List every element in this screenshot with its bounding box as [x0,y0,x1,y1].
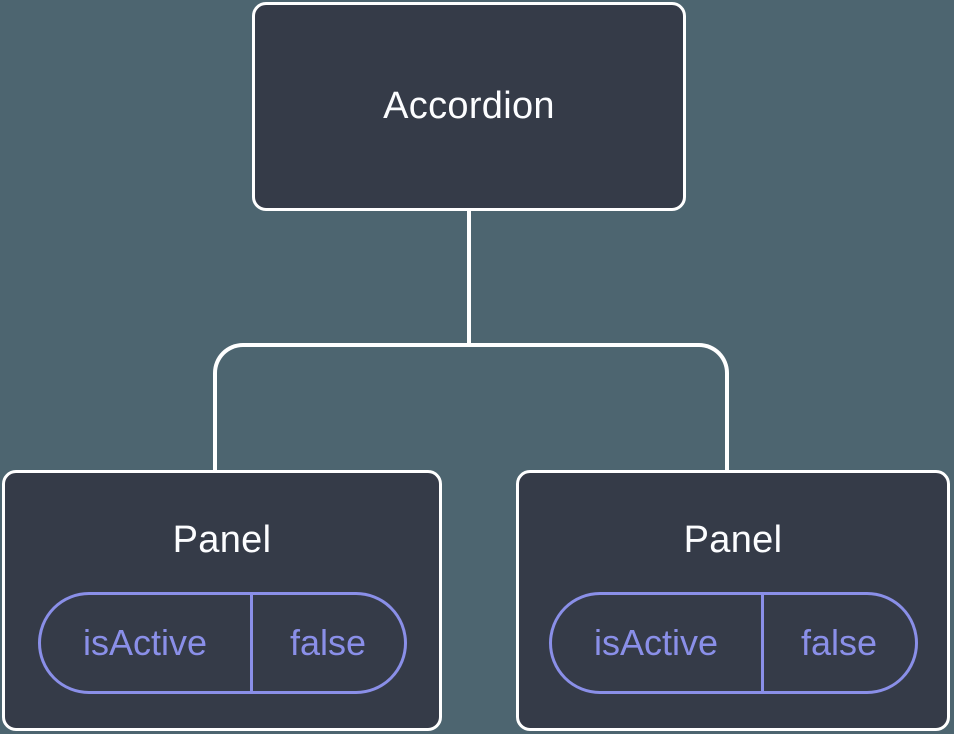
node-label: Panel [172,519,272,561]
state-value: false [289,621,367,663]
connector-branch-line [213,343,729,470]
node-label: Panel [683,519,783,561]
state-value: false [800,621,878,663]
connector-stem-line [467,209,471,345]
node-label: Accordion [383,85,555,128]
state-pill: isActive false [548,591,918,694]
tree-node-panel-left: Panel isActive false [2,470,442,731]
state-key: isActive [41,594,253,691]
tree-node-accordion: Accordion [252,2,686,211]
tree-node-panel-right: Panel isActive false [516,470,950,731]
state-pill: isActive false [37,591,407,694]
state-key: isActive [552,594,764,691]
